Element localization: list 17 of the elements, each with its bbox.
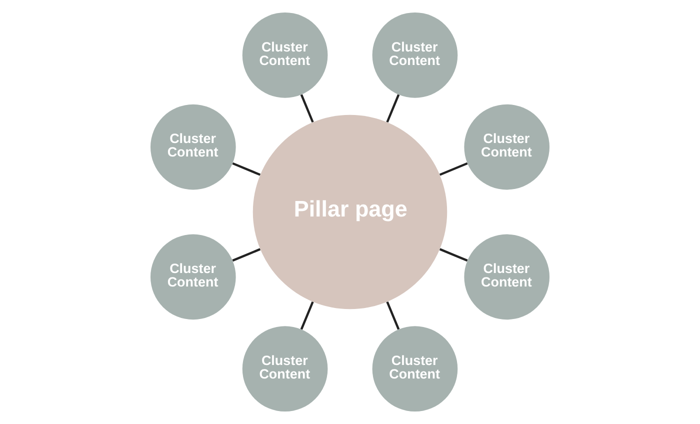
node-circle: Cluster Content [464, 104, 550, 190]
connector [300, 94, 314, 123]
node-circle: Cluster Content [150, 234, 236, 320]
node-circle: Cluster Content [150, 104, 236, 190]
connector [386, 94, 400, 123]
node-circle: Pillar page [252, 114, 448, 310]
node-circle: Cluster Content [464, 234, 550, 320]
connector [439, 248, 468, 262]
connector [232, 248, 261, 262]
node-circle: Cluster Content [372, 326, 458, 412]
connector [439, 162, 468, 176]
connector [232, 162, 261, 176]
node-circle: Cluster Content [242, 326, 328, 412]
connector [386, 301, 400, 330]
node-circle: Cluster Content [372, 12, 458, 98]
connector [300, 301, 314, 330]
node-circle: Cluster Content [242, 12, 328, 98]
